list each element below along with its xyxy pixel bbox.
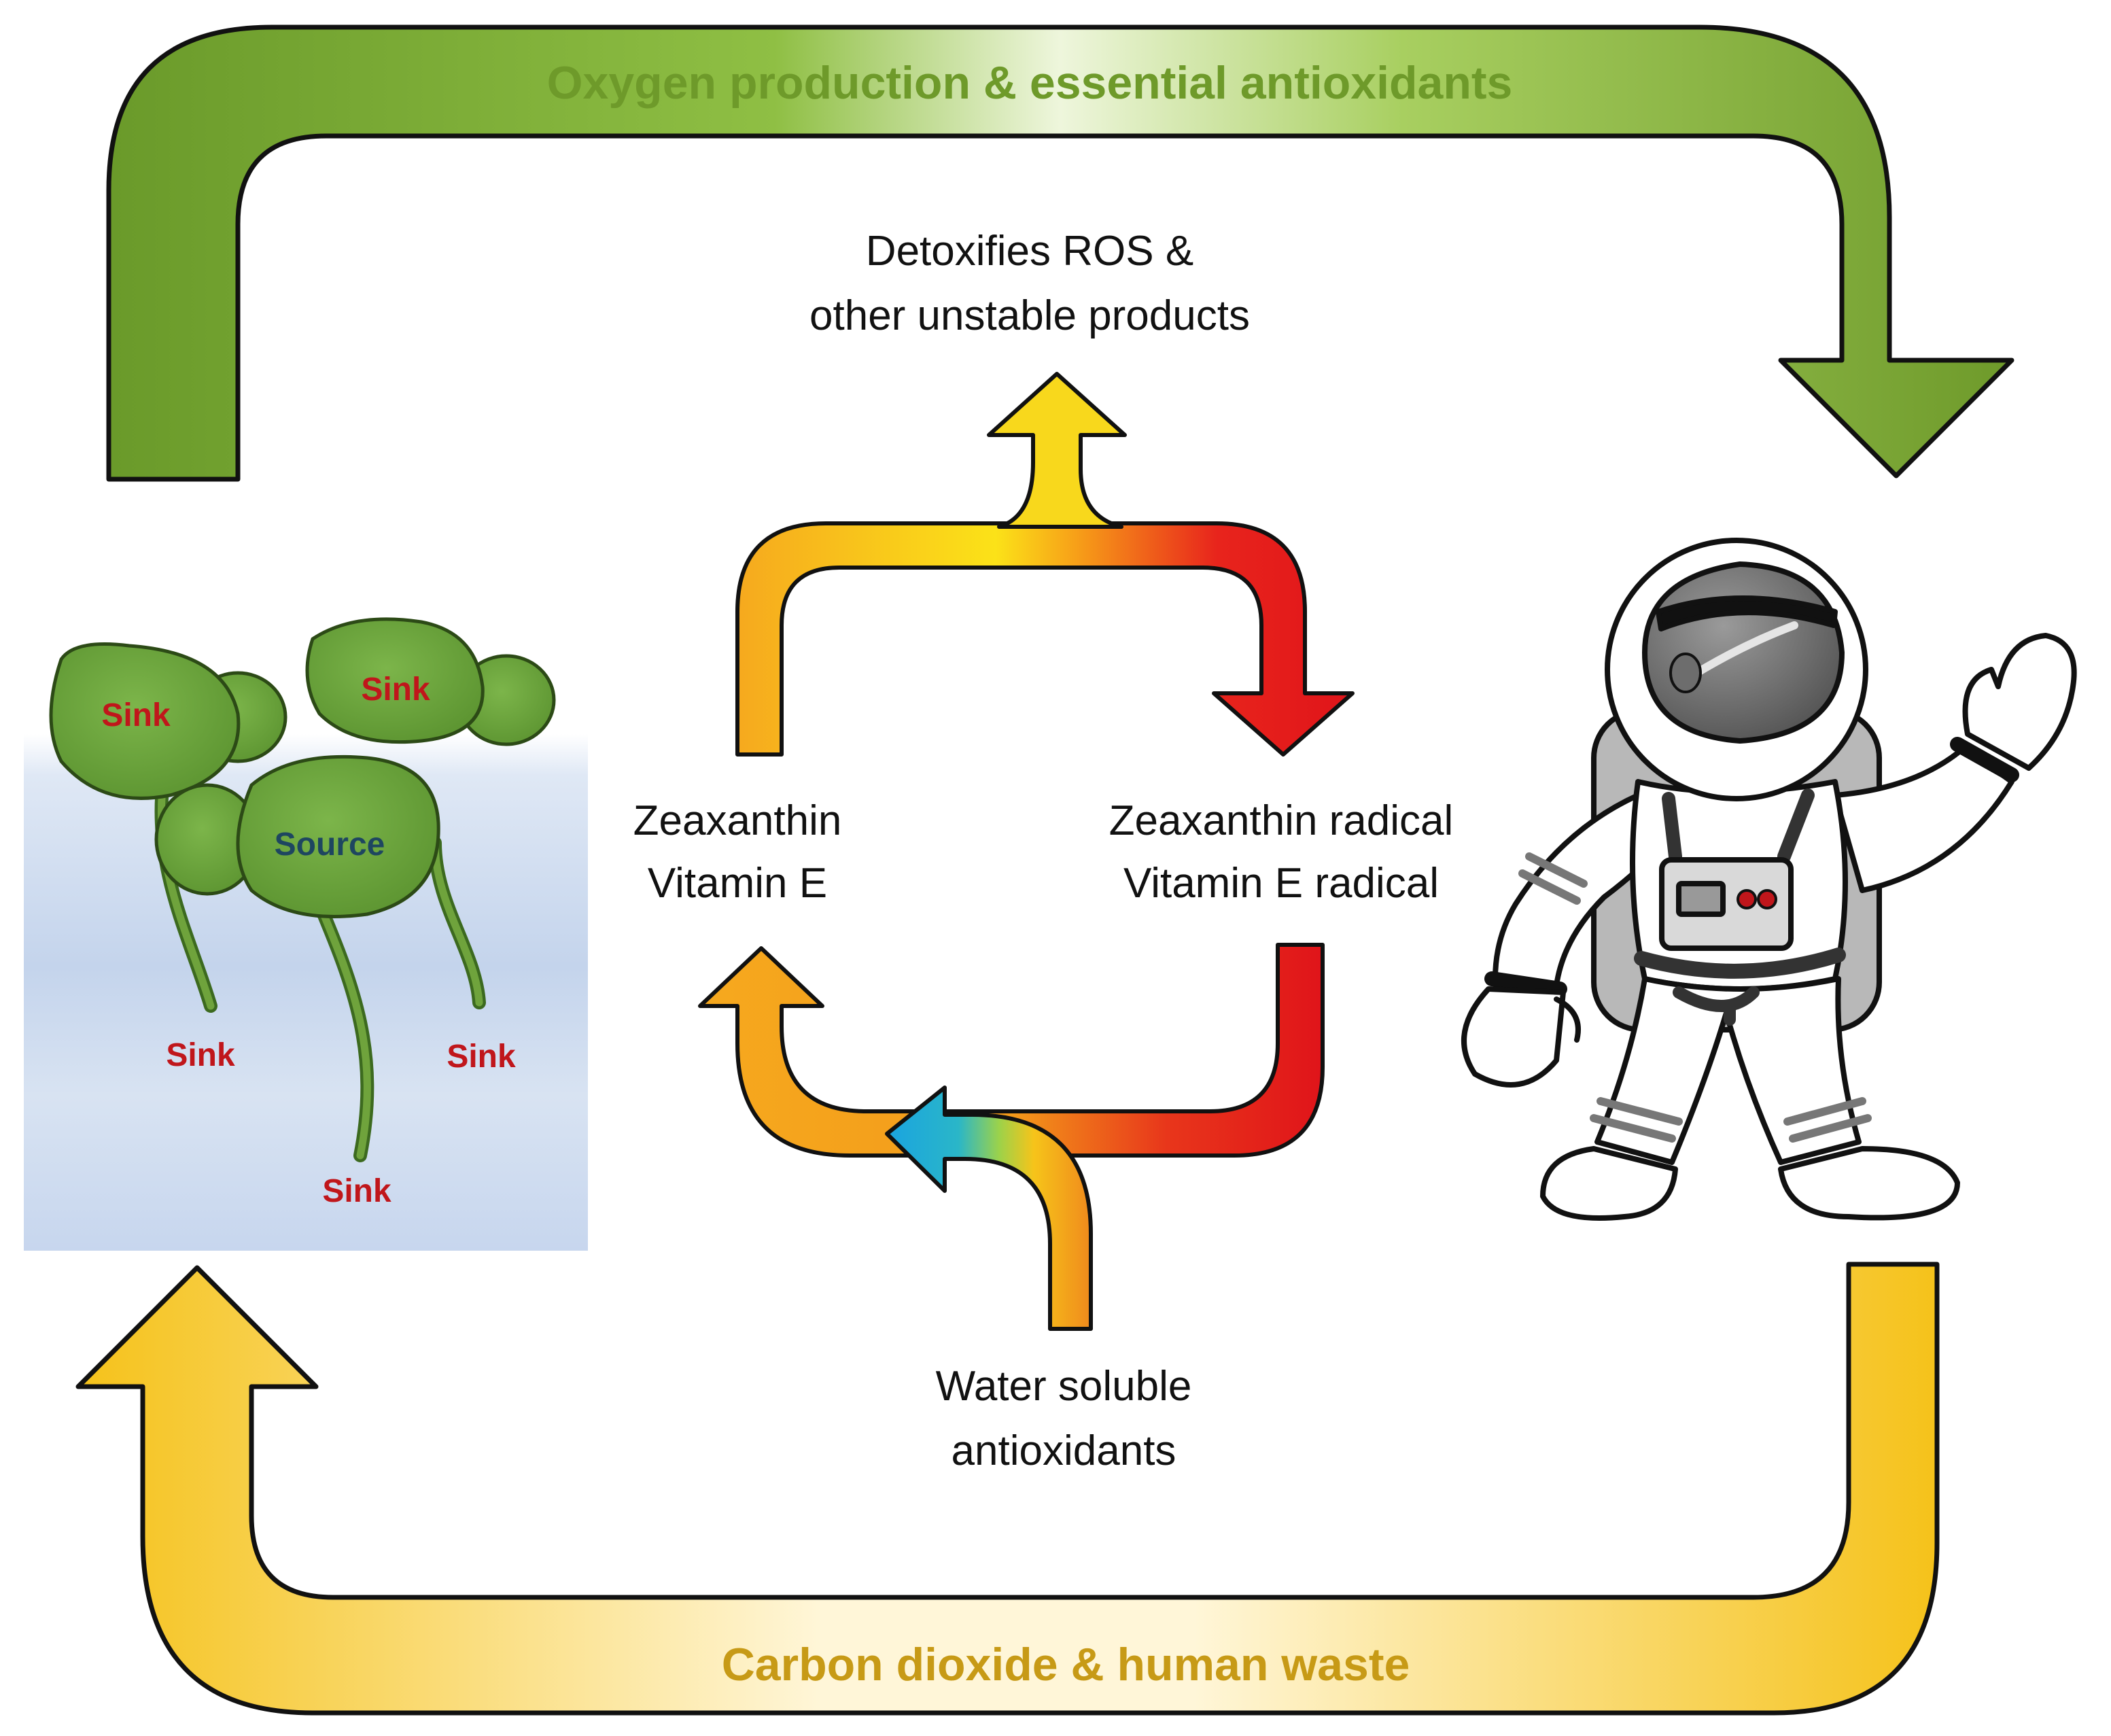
oxygen-arrow bbox=[106, 24, 2014, 482]
astronaut-icon bbox=[1461, 538, 2077, 1221]
regeneration-arrow bbox=[698, 943, 1325, 1158]
radical-text-line2: Vitamin E radical bbox=[1123, 860, 1439, 907]
sink-label-2: Sink bbox=[361, 672, 430, 708]
carbon-dioxide-label: Carbon dioxide & human waste bbox=[722, 1639, 1410, 1690]
source-label: Source bbox=[275, 827, 385, 863]
oxidation-arrow bbox=[735, 521, 1355, 757]
water-text-line1: Water soluble bbox=[936, 1363, 1192, 1410]
sink-label-4: Sink bbox=[447, 1039, 516, 1075]
water-antioxidant-arrow bbox=[885, 1086, 1093, 1331]
sink-label-3: Sink bbox=[166, 1037, 235, 1073]
detox-branch-arrow bbox=[987, 372, 1127, 529]
zeaxanthin-text-line1: Zeaxanthin bbox=[633, 797, 842, 844]
water-text-line2: antioxidants bbox=[952, 1427, 1176, 1474]
detox-text-line1: Detoxifies ROS & bbox=[866, 228, 1193, 275]
zeaxanthin-text-line2: Vitamin E bbox=[648, 860, 827, 907]
radical-text-line1: Zeaxanthin radical bbox=[1109, 797, 1454, 844]
carbon-dioxide-arrow bbox=[75, 1262, 1940, 1716]
sink-label-5: Sink bbox=[322, 1173, 391, 1209]
oxygen-label: Oxygen production & essential antioxidan… bbox=[547, 57, 1513, 109]
duckweed-plant-icon: Sink Sink Source Sink Sink Sink bbox=[24, 617, 588, 1251]
detox-text-line2: other unstable products bbox=[809, 292, 1250, 339]
sink-label-1: Sink bbox=[101, 697, 171, 733]
